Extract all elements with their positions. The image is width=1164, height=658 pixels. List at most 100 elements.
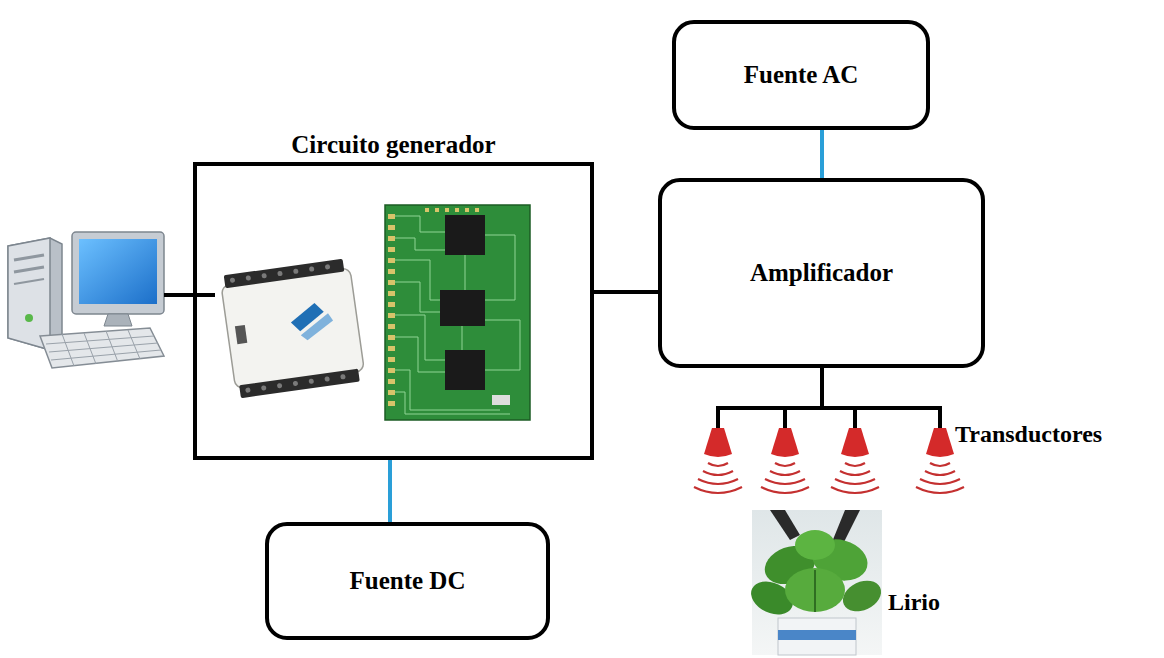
transducer-icons-part-part <box>765 479 805 484</box>
pcb-board-part <box>395 216 520 414</box>
transducer-icons-part-part <box>840 471 870 475</box>
lily-photo-part <box>838 575 886 617</box>
daq-device-part-part <box>245 387 251 393</box>
transducer-icons <box>694 428 964 493</box>
pcb-board-part-part <box>462 325 463 350</box>
lily-photo-part <box>814 570 816 612</box>
pcb-board-part-part <box>435 208 439 212</box>
daq-device-part <box>239 369 360 399</box>
computer-icon-part-part <box>106 331 118 362</box>
transducer-icons-part-part <box>930 463 950 466</box>
transducer-wiring-part <box>716 406 720 430</box>
pcb-board-part-part <box>388 291 395 296</box>
power-supply-box: Fuente AC <box>672 20 930 130</box>
computer-icon-part-part <box>128 330 140 359</box>
pcb-board-part-part <box>388 357 395 362</box>
pcb-board-part-part <box>388 247 395 252</box>
pcb-board-part <box>445 215 485 255</box>
transducer-wiring-part <box>820 368 824 408</box>
transducer-icons-part-part <box>925 471 955 475</box>
pcb-board-part-part <box>475 208 479 212</box>
lily-photo-part <box>778 630 856 640</box>
daq-device-part-part <box>261 385 267 391</box>
transducer-icons-part-part <box>926 428 954 457</box>
pcb-board-part-part <box>485 320 520 370</box>
computer-icon-part-part <box>51 350 161 360</box>
pcb-board-part-part <box>455 208 459 212</box>
pcb-board-part <box>445 350 485 390</box>
connector-line <box>594 290 658 294</box>
daq-device-part-part <box>245 275 251 281</box>
transducer-icons-part-part <box>831 487 879 493</box>
computer-icon-part <box>104 314 132 326</box>
lily-photo-part <box>770 510 800 540</box>
transducer-wiring-part <box>938 406 942 430</box>
lily-photo <box>746 510 886 655</box>
computer-icon-part <box>46 330 161 366</box>
transducer-icons-part-part <box>698 479 738 484</box>
node-label: Fuente DC <box>350 566 466 596</box>
group-heading: Circuito generador <box>193 130 594 160</box>
daq-device-part-part <box>293 381 299 387</box>
transducer-icons-part-part <box>835 479 875 484</box>
connector-line <box>388 460 392 522</box>
transducer-wiring <box>716 368 942 430</box>
power-supply-box: Fuente DC <box>265 522 550 640</box>
daq-device-part-part <box>293 268 299 274</box>
transducer-icons-part-part <box>771 428 799 457</box>
node-label: Fuente AC <box>744 60 859 90</box>
lily-photo-part <box>785 568 845 612</box>
daq-device-part-part <box>309 266 315 272</box>
daq-device-part-part <box>325 264 331 270</box>
pcb-board-part-part <box>388 324 395 329</box>
node-label: Amplificador <box>750 258 893 288</box>
pcb-board <box>385 205 530 420</box>
daq-device-part-part <box>308 378 314 384</box>
transducer-icons-part-part <box>841 428 869 457</box>
lily-photo-part <box>795 530 835 560</box>
pcb-board-part-part <box>395 216 445 232</box>
daq-device-part <box>224 259 345 289</box>
computer-icon-part-part <box>62 334 74 366</box>
daq-device-part <box>298 313 335 341</box>
group-outline <box>193 162 594 460</box>
daq-device-part-part <box>230 277 236 283</box>
transducer-icons-part-part <box>920 479 960 484</box>
pcb-board-part-part <box>388 313 395 318</box>
pcb-board-part-part <box>485 235 515 300</box>
pcb-board-part-part <box>388 236 395 241</box>
computer-icon-part <box>8 238 50 350</box>
transducer-label: Transductores <box>953 420 1104 449</box>
pcb-board-part-part <box>395 238 445 250</box>
pcb-board-part-part <box>388 390 395 395</box>
transducer-icons-part-part <box>775 463 795 466</box>
daq-device-part <box>230 264 346 393</box>
daq-device-part-part <box>340 374 346 380</box>
transducer-icons-part-part <box>694 487 742 493</box>
computer-icon-part-part <box>46 336 154 344</box>
amplifier-box: Amplificador <box>658 178 985 368</box>
pcb-board-part <box>385 205 530 420</box>
transducer-icons-part-part <box>761 487 809 493</box>
transducer-icons-part-part <box>845 463 865 466</box>
daq-device-part-part <box>277 271 283 277</box>
pcb-board-part-part <box>388 346 395 351</box>
computer-icon-part <box>164 293 215 297</box>
computer-icon-part <box>14 279 44 284</box>
pcb-board-part-part <box>388 401 395 406</box>
transducer-wiring-part <box>783 406 787 430</box>
pcb-board-part-part <box>388 280 395 285</box>
pcb-board-part-part <box>388 225 395 230</box>
pcb-board-part-part <box>395 392 510 414</box>
pcb-board-part-part <box>388 302 395 307</box>
plant-label: Lirio <box>886 588 942 617</box>
computer-icon-part <box>14 255 44 260</box>
pcb-board-part-part <box>395 282 440 312</box>
transducer-icons-part-part <box>916 487 964 493</box>
computer-icon-part <box>25 314 33 322</box>
computer-icon-part <box>40 328 164 368</box>
pcb-board-part-part <box>388 269 395 274</box>
